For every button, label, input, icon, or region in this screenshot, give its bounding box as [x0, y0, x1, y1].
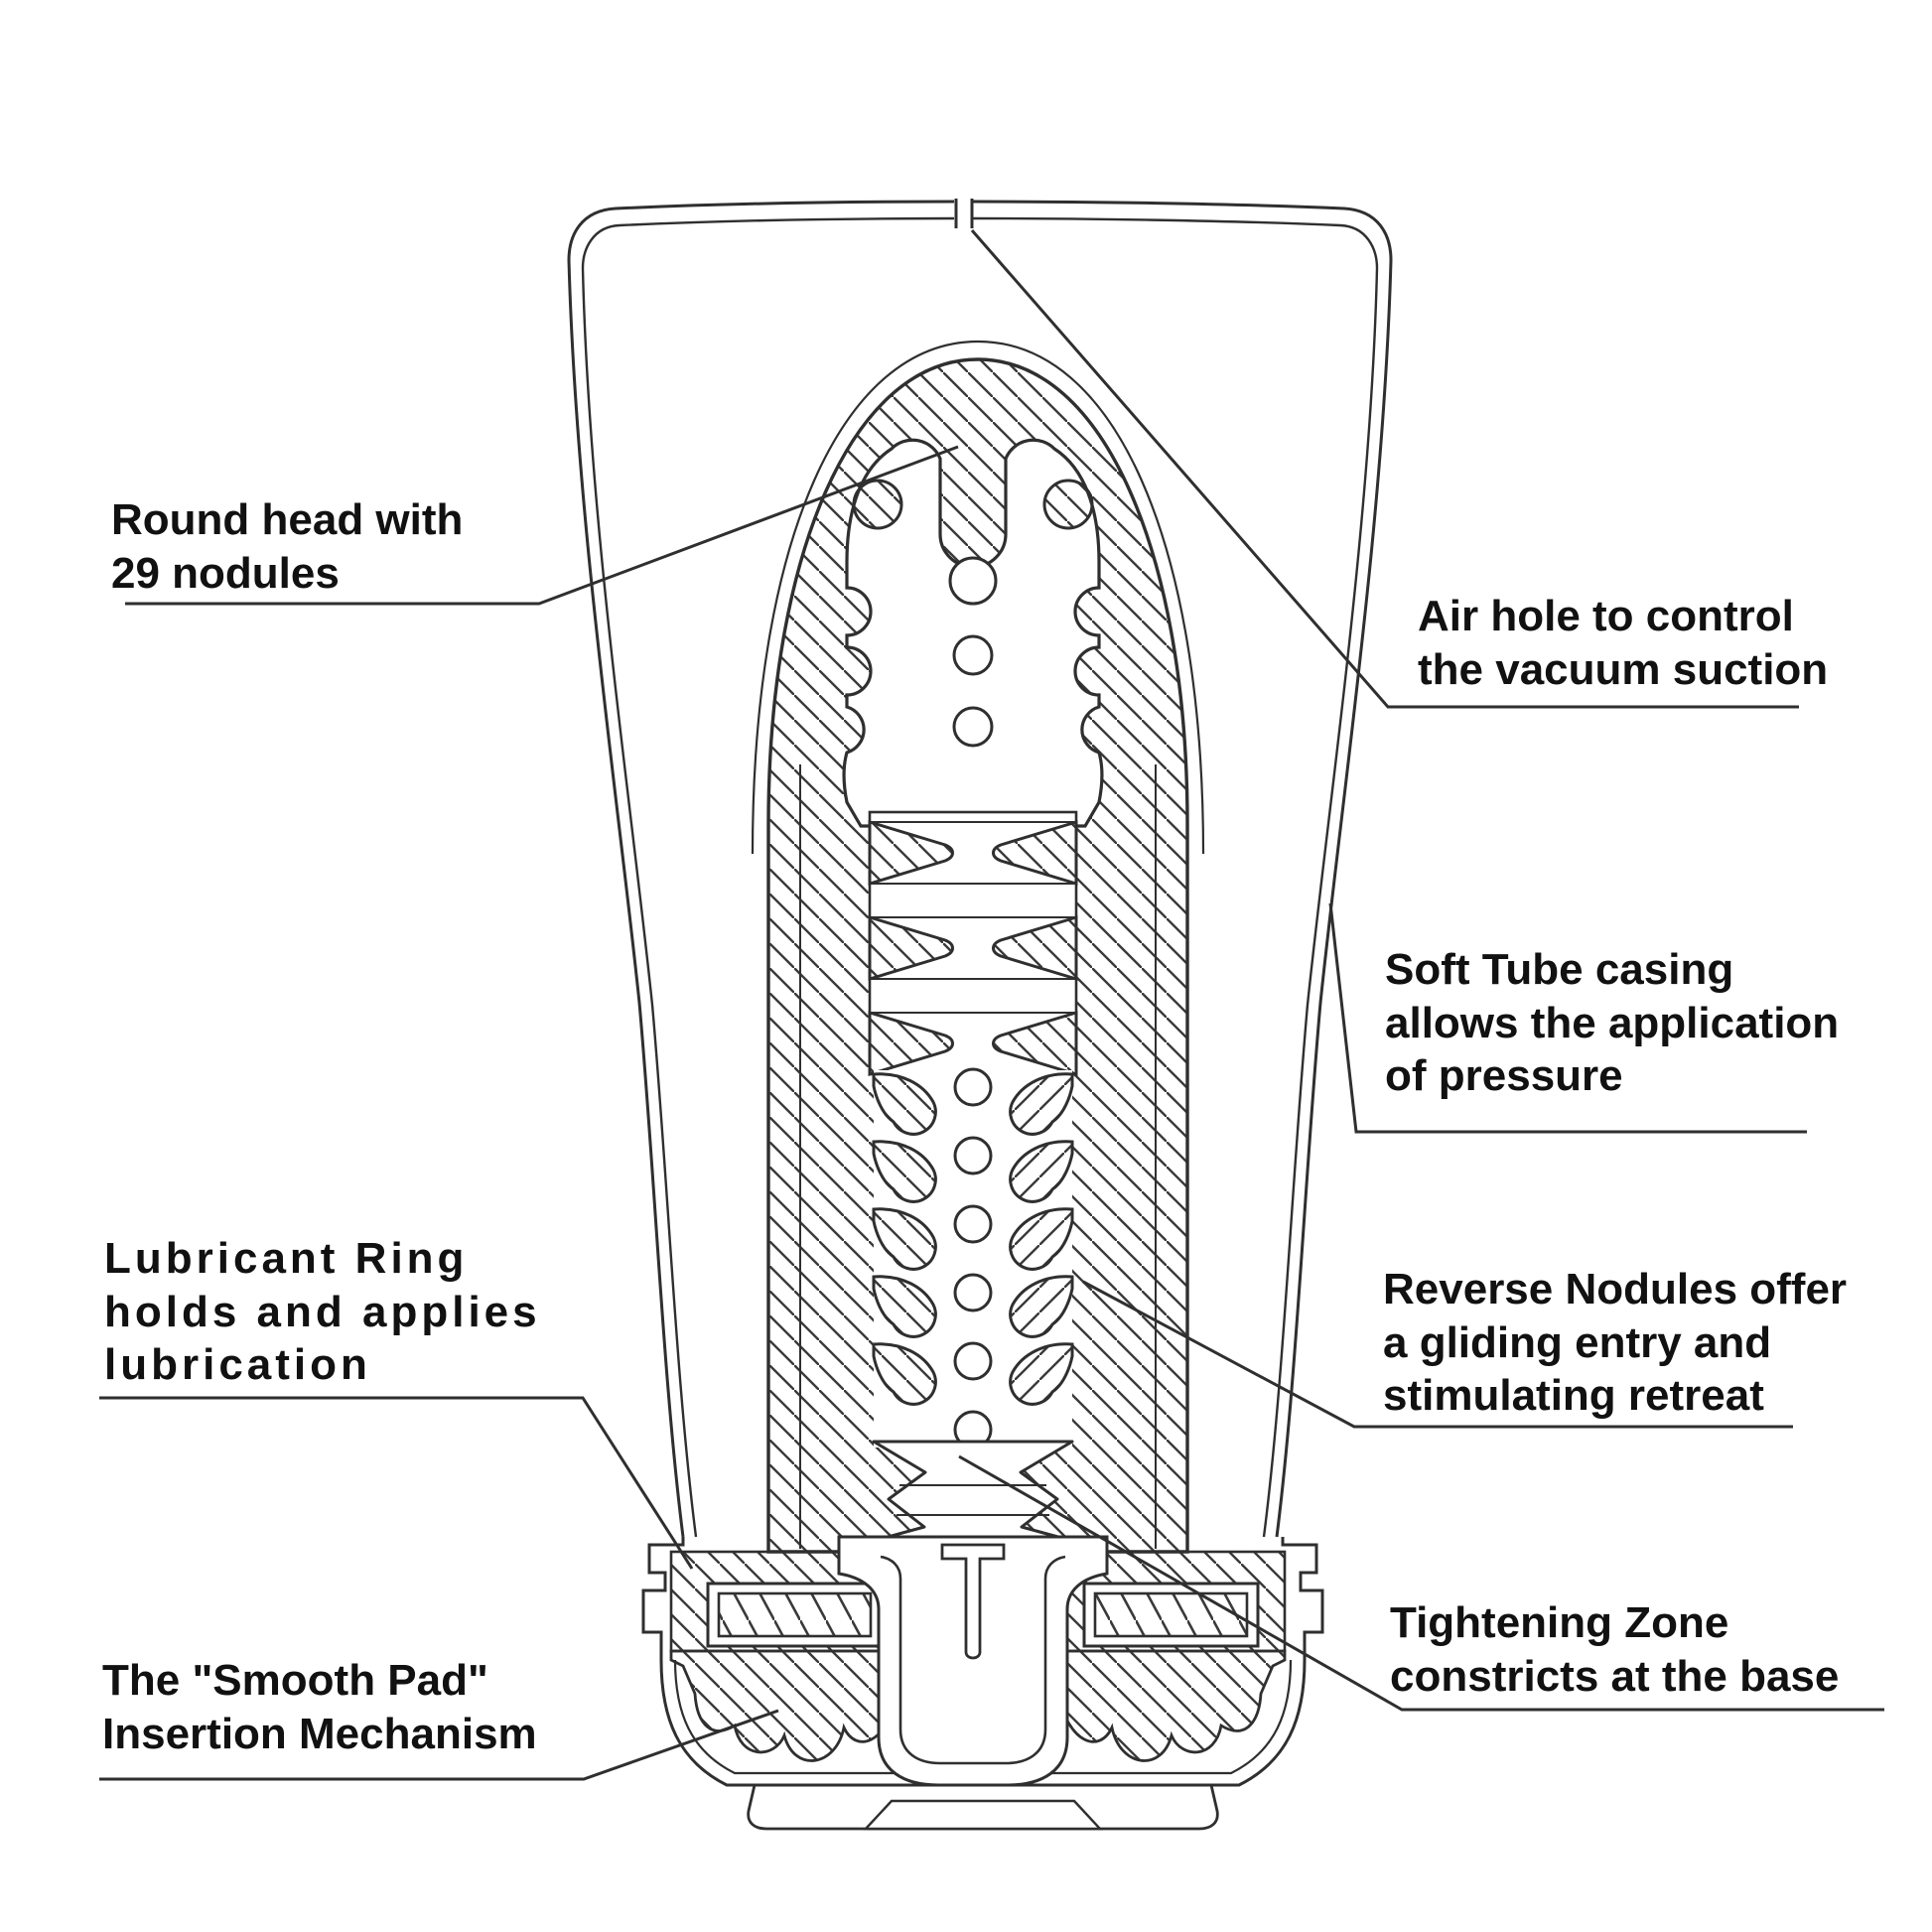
label-line: a gliding entry and — [1383, 1317, 1772, 1367]
label-line: holds and applies — [104, 1287, 541, 1336]
head-nodule-right — [1042, 479, 1094, 530]
label-line: lubrication — [104, 1340, 371, 1390]
label-line: The "Smooth Pad" — [102, 1656, 488, 1705]
label-line: Air hole to control — [1418, 592, 1794, 640]
head-nodule-left — [852, 479, 903, 530]
leader-air-hole — [970, 229, 1799, 709]
label-round-head: Round head with 29 nodules — [111, 493, 463, 600]
leader-reverse-nodules — [1082, 1280, 1793, 1429]
label-line: Round head with — [111, 495, 464, 544]
leader-lubricant-ring — [99, 1396, 694, 1570]
label-air-hole: Air hole to control the vacuum suction — [1418, 590, 1828, 696]
label-reverse-nodules: Reverse Nodules offer a gliding entry an… — [1383, 1263, 1847, 1423]
label-smooth-pad: The "Smooth Pad" Insertion Mechanism — [102, 1654, 537, 1760]
label-line: the vacuum suction — [1418, 644, 1829, 694]
label-line: Soft Tube casing — [1385, 945, 1734, 994]
label-tightening-zone: Tightening Zone constricts at the base — [1390, 1596, 1839, 1703]
channel-air-holes — [953, 1067, 993, 1449]
base-foot — [747, 1784, 1219, 1831]
label-line: constricts at the base — [1390, 1651, 1840, 1701]
smooth-pad — [669, 1649, 1287, 1762]
center-pin — [940, 1543, 1006, 1660]
leader-tightening-zone — [958, 1454, 1884, 1712]
leader-lines — [99, 229, 1884, 1781]
chamber-wedges — [868, 819, 1078, 1077]
label-lubricant-ring: Lubricant Ring holds and applies lubrica… — [104, 1232, 541, 1392]
head-air-channels — [948, 556, 998, 748]
round-head-channel — [842, 438, 1104, 828]
label-line: allows the application — [1385, 998, 1840, 1047]
label-line: stimulating retreat — [1383, 1371, 1764, 1421]
leader-smooth-pad — [99, 1709, 779, 1781]
label-line: Insertion Mechanism — [102, 1709, 537, 1758]
sleeve-outer-line — [751, 340, 1205, 855]
leader-round-head — [125, 445, 959, 606]
air-hole-notch — [954, 197, 974, 228]
label-line: 29 nodules — [111, 548, 340, 598]
reverse-nodule-section — [872, 1067, 1074, 1449]
leader-soft-tube — [1328, 902, 1807, 1134]
label-line: Tightening Zone — [1390, 1598, 1729, 1647]
label-line: of pressure — [1385, 1051, 1623, 1101]
label-line: Lubricant Ring — [104, 1234, 469, 1283]
base-cap — [641, 1535, 1324, 1831]
label-line: Reverse Nodules offer — [1383, 1265, 1848, 1313]
insertion-channel — [837, 1535, 1109, 1787]
insertion-channel-inner — [898, 1579, 1047, 1765]
chamber-section — [868, 810, 1078, 1077]
label-soft-tube: Soft Tube casing allows the application … — [1385, 943, 1839, 1103]
lubricant-ring-left — [706, 1582, 884, 1648]
lubricant-ring-right — [1082, 1582, 1260, 1648]
